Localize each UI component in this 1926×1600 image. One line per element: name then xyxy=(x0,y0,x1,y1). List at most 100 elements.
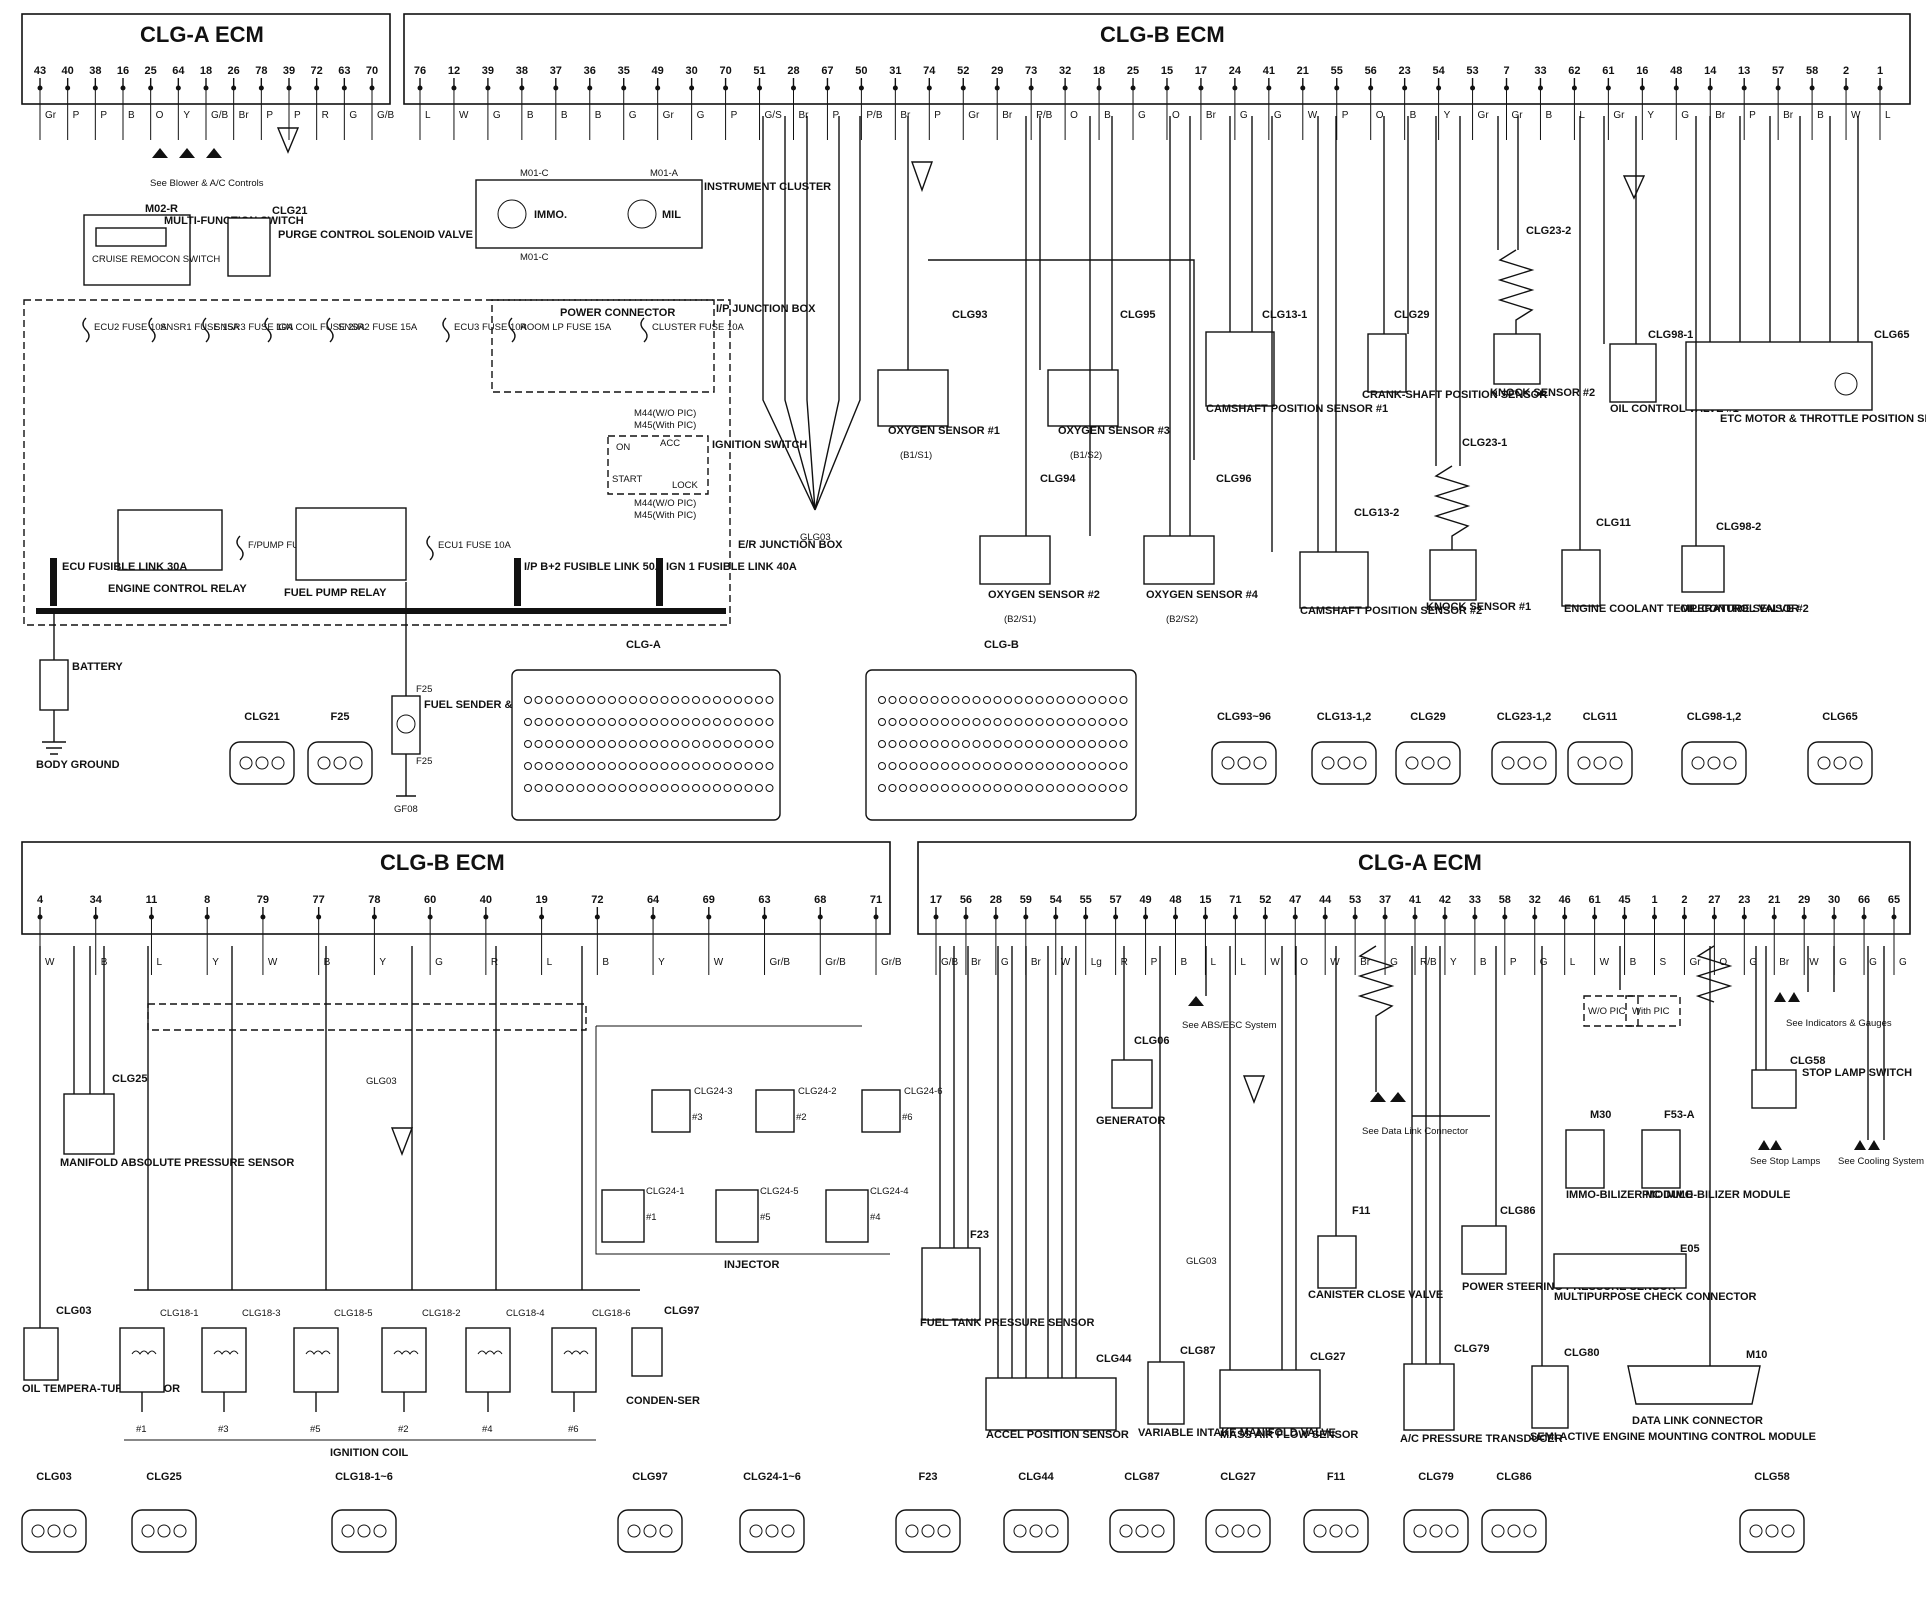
bottom-clga-pin-row: 17G/B56Br28G59Br54W55Lg57R49P48B15L71L52… xyxy=(930,894,1907,975)
wire-color-code: Y xyxy=(212,957,219,968)
connector-pin-hole xyxy=(983,696,991,704)
vim-label: VARIABLE INTAKE MANIFOLD VALVE xyxy=(1138,1427,1336,1439)
connector-pin-hole xyxy=(660,740,669,748)
connector-face xyxy=(229,741,295,785)
coil-connector-label: CLG18-5 xyxy=(334,1308,373,1319)
clg95-label: CLG95 xyxy=(1120,309,1155,321)
connector-label: CLG24-1~6 xyxy=(743,1471,801,1483)
wire-color-code: P xyxy=(1342,110,1349,121)
connector-pin-hole xyxy=(1077,740,1086,748)
connector-pin-hole xyxy=(734,762,742,770)
ignition-switch-label: IGNITION SWITCH xyxy=(712,439,807,451)
connector-pin-hole xyxy=(983,740,991,748)
connector-pin-hole xyxy=(993,740,1002,748)
pin-number: 43 xyxy=(34,65,46,77)
fuse-symbol xyxy=(82,317,90,343)
fuse-symbol xyxy=(264,317,272,343)
pin-number: 78 xyxy=(368,894,380,906)
coil-winding xyxy=(213,1350,239,1355)
pin-number: 46 xyxy=(1559,894,1571,906)
connector-pin-hole xyxy=(951,762,960,770)
o2-wiring xyxy=(907,116,1195,536)
clg86-label: CLG86 xyxy=(1500,1205,1535,1217)
wire-color-code: L xyxy=(1885,110,1891,121)
coil-winding xyxy=(477,1350,503,1355)
m44-label-top: M44(W/O PIC) xyxy=(634,408,696,419)
connector-pin-hole xyxy=(587,784,595,792)
see-stop-note: See Stop Lamps xyxy=(1750,1156,1820,1167)
ign-pos-acc: ACC xyxy=(660,438,680,449)
connector-pin-hole xyxy=(734,696,742,704)
m02-label: M02-R xyxy=(145,203,178,215)
ignition-coil xyxy=(381,1327,427,1393)
connector-pin-hole xyxy=(972,718,981,726)
pin-number: 57 xyxy=(1772,65,1784,77)
injectors: CLG24-3#3CLG24-2#2CLG24-6#6CLG24-1#1CLG2… xyxy=(595,1025,943,1255)
connector-label: CLG87 xyxy=(1124,1471,1159,1483)
connector-pin-hole xyxy=(534,762,543,770)
wire-color-code: G xyxy=(1390,957,1398,968)
wire-color-code: G/B xyxy=(377,110,395,121)
coil-connector-label: CLG18-6 xyxy=(592,1308,631,1319)
connector-pin-hole xyxy=(983,762,991,770)
connector-pin-hole xyxy=(702,696,711,704)
connector-pin-hole xyxy=(671,740,679,748)
connector-pin-hole xyxy=(1035,740,1044,748)
connector-pin-hole xyxy=(660,762,669,770)
glg03-bottom-label: GLG03 xyxy=(366,1076,397,1087)
connector-pin-hole xyxy=(629,784,637,792)
map-sensor xyxy=(63,1093,115,1155)
connector-pin-hole xyxy=(555,740,564,748)
connector-pin-hole xyxy=(1035,718,1044,726)
connector-cavity xyxy=(1221,756,1235,770)
connector-face xyxy=(307,741,373,785)
wire-color-code: P xyxy=(100,110,107,121)
clg98-1-label: CLG98-1 xyxy=(1648,329,1693,341)
pin-number: 37 xyxy=(1379,894,1391,906)
connector-pin-hole xyxy=(524,718,532,726)
coil-number: #6 xyxy=(568,1424,579,1435)
connector-cavity xyxy=(1609,756,1623,770)
purge-label: PURGE CONTROL SOLENOID VALVE xyxy=(278,229,473,241)
connector-pin-hole xyxy=(650,696,658,704)
ignition-coil xyxy=(119,1327,165,1393)
connector-pin-hole xyxy=(1098,718,1107,726)
coolant-temp-sensor xyxy=(1561,549,1601,607)
twisted-pairs-bottom xyxy=(1357,945,1733,1092)
top-clgb-ecm-title: CLG-B ECM xyxy=(1100,22,1225,47)
connector-pin-hole xyxy=(618,718,627,726)
wire-color-code: Br xyxy=(1783,110,1794,121)
wire-color-code: B xyxy=(595,110,602,121)
coil-number: #5 xyxy=(310,1424,321,1435)
connector-pin-hole xyxy=(534,696,543,704)
connector-pin-hole xyxy=(723,740,732,748)
connector-pin-hole xyxy=(1077,784,1086,792)
clg13-1-label: CLG13-1 xyxy=(1262,309,1307,321)
bottom-clgb-pin-row: 4W34B11L8Y79W77B78Y60G40R19L72B64Y69W63G… xyxy=(37,894,902,975)
connector-pin-hole xyxy=(639,784,648,792)
data-link-connector xyxy=(1627,1365,1761,1405)
connector-pin-hole xyxy=(629,762,637,770)
pin-number: 32 xyxy=(1529,894,1541,906)
power-bus xyxy=(36,608,726,614)
connector-pin-hole xyxy=(1046,762,1054,770)
glg03-bottom-right-label: GLG03 xyxy=(1186,1256,1217,1267)
clg23-1-label: CLG23-1 xyxy=(1462,437,1507,449)
semi-active-label: SEMI ACTIVE ENGINE MOUNTING CONTROL MODU… xyxy=(1530,1431,1816,1443)
connector-pin-hole xyxy=(713,696,721,704)
f25-bot-label: F25 xyxy=(416,756,432,767)
connector-pin-hole xyxy=(993,762,1002,770)
etc-motor-icon xyxy=(1834,372,1858,396)
canister-close-valve xyxy=(1317,1235,1357,1289)
connector-face xyxy=(1681,741,1747,785)
connector-cavity xyxy=(341,1524,355,1538)
connector-face xyxy=(1211,741,1277,785)
connector-label: CLG98-1,2 xyxy=(1687,711,1741,723)
connector-pin-hole xyxy=(597,740,606,748)
pin-number: 16 xyxy=(117,65,129,77)
o2-4-sub: (B2/S2) xyxy=(1166,614,1198,625)
glg03-top-label: GLG03 xyxy=(800,532,831,543)
connector-pin-hole xyxy=(692,718,700,726)
wire-color-code: W xyxy=(1330,957,1340,968)
connector-pin-hole xyxy=(1109,784,1117,792)
